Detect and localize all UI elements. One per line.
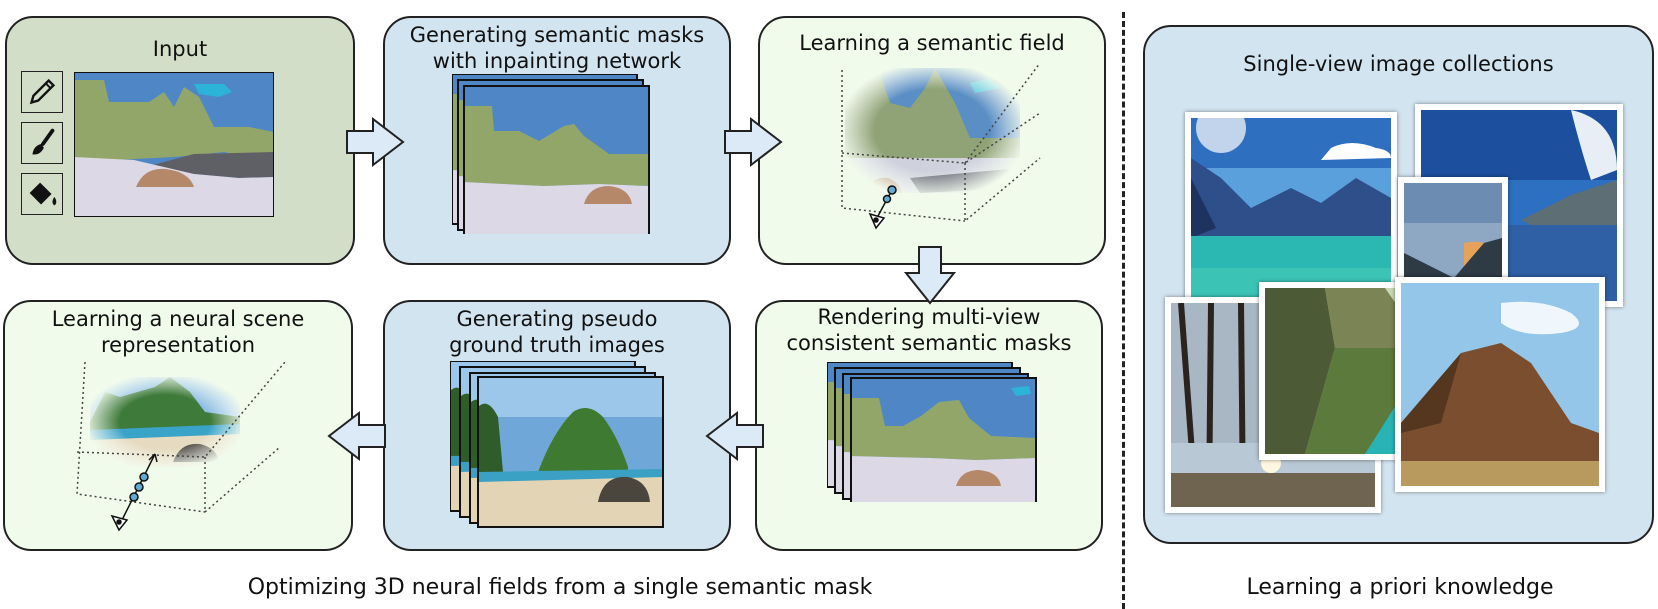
arrow-inpainting-to-field [724,116,783,168]
pseudo-gt-title: Generating pseudo ground truth images [449,307,665,357]
image-collections-panel: Single-view image collections [1143,25,1654,544]
arrow-field-to-rendering [903,246,957,305]
pencil-tool[interactable] [21,71,63,113]
rendering-panel: Rendering multi-view consistent semantic… [755,300,1103,551]
multiview-mask-stack [827,362,1037,502]
photo-green-cliffs [1259,282,1419,460]
input-semantic-mask [74,72,274,217]
prior-caption: Learning a priori knowledge [1246,575,1554,600]
brush-tool[interactable] [21,122,63,164]
section-divider [1122,12,1125,609]
inpainting-panel: Generating semantic masks with inpaintin… [383,16,731,265]
brush-icon [32,128,55,155]
semantic-field-panel: Learning a semantic field [758,16,1106,265]
neural-scene-panel: Learning a neural scene representation [3,300,353,551]
pencil-icon [29,78,56,105]
neural-scene-volume [76,361,286,532]
arrow-pseudo-gt-to-scene [327,410,386,462]
input-panel: Input [5,16,355,265]
inpainted-mask-stack [452,74,650,234]
input-title: Input [152,37,208,61]
neural-scene-title: Learning a neural scene representation [51,307,305,357]
image-collections-title: Single-view image collections [1243,52,1554,76]
arrow-rendering-to-pseudo-gt [705,410,764,462]
pipeline-caption: Optimizing 3D neural fields from a singl… [247,575,873,600]
semantic-field-title: Learning a semantic field [799,31,1065,55]
inpainting-title: Generating semantic masks with inpaintin… [409,23,705,73]
rendering-title: Rendering multi-view consistent semantic… [786,305,1072,355]
pseudo-gt-image-stack [450,361,664,528]
bucket-tool[interactable] [21,173,63,215]
photo-desert-mountain [1395,277,1605,492]
arrow-input-to-inpainting [346,116,405,168]
semantic-field-volume [841,62,1041,230]
paint-bucket-icon [29,182,57,206]
pseudo-gt-panel: Generating pseudo ground truth images [383,300,731,551]
